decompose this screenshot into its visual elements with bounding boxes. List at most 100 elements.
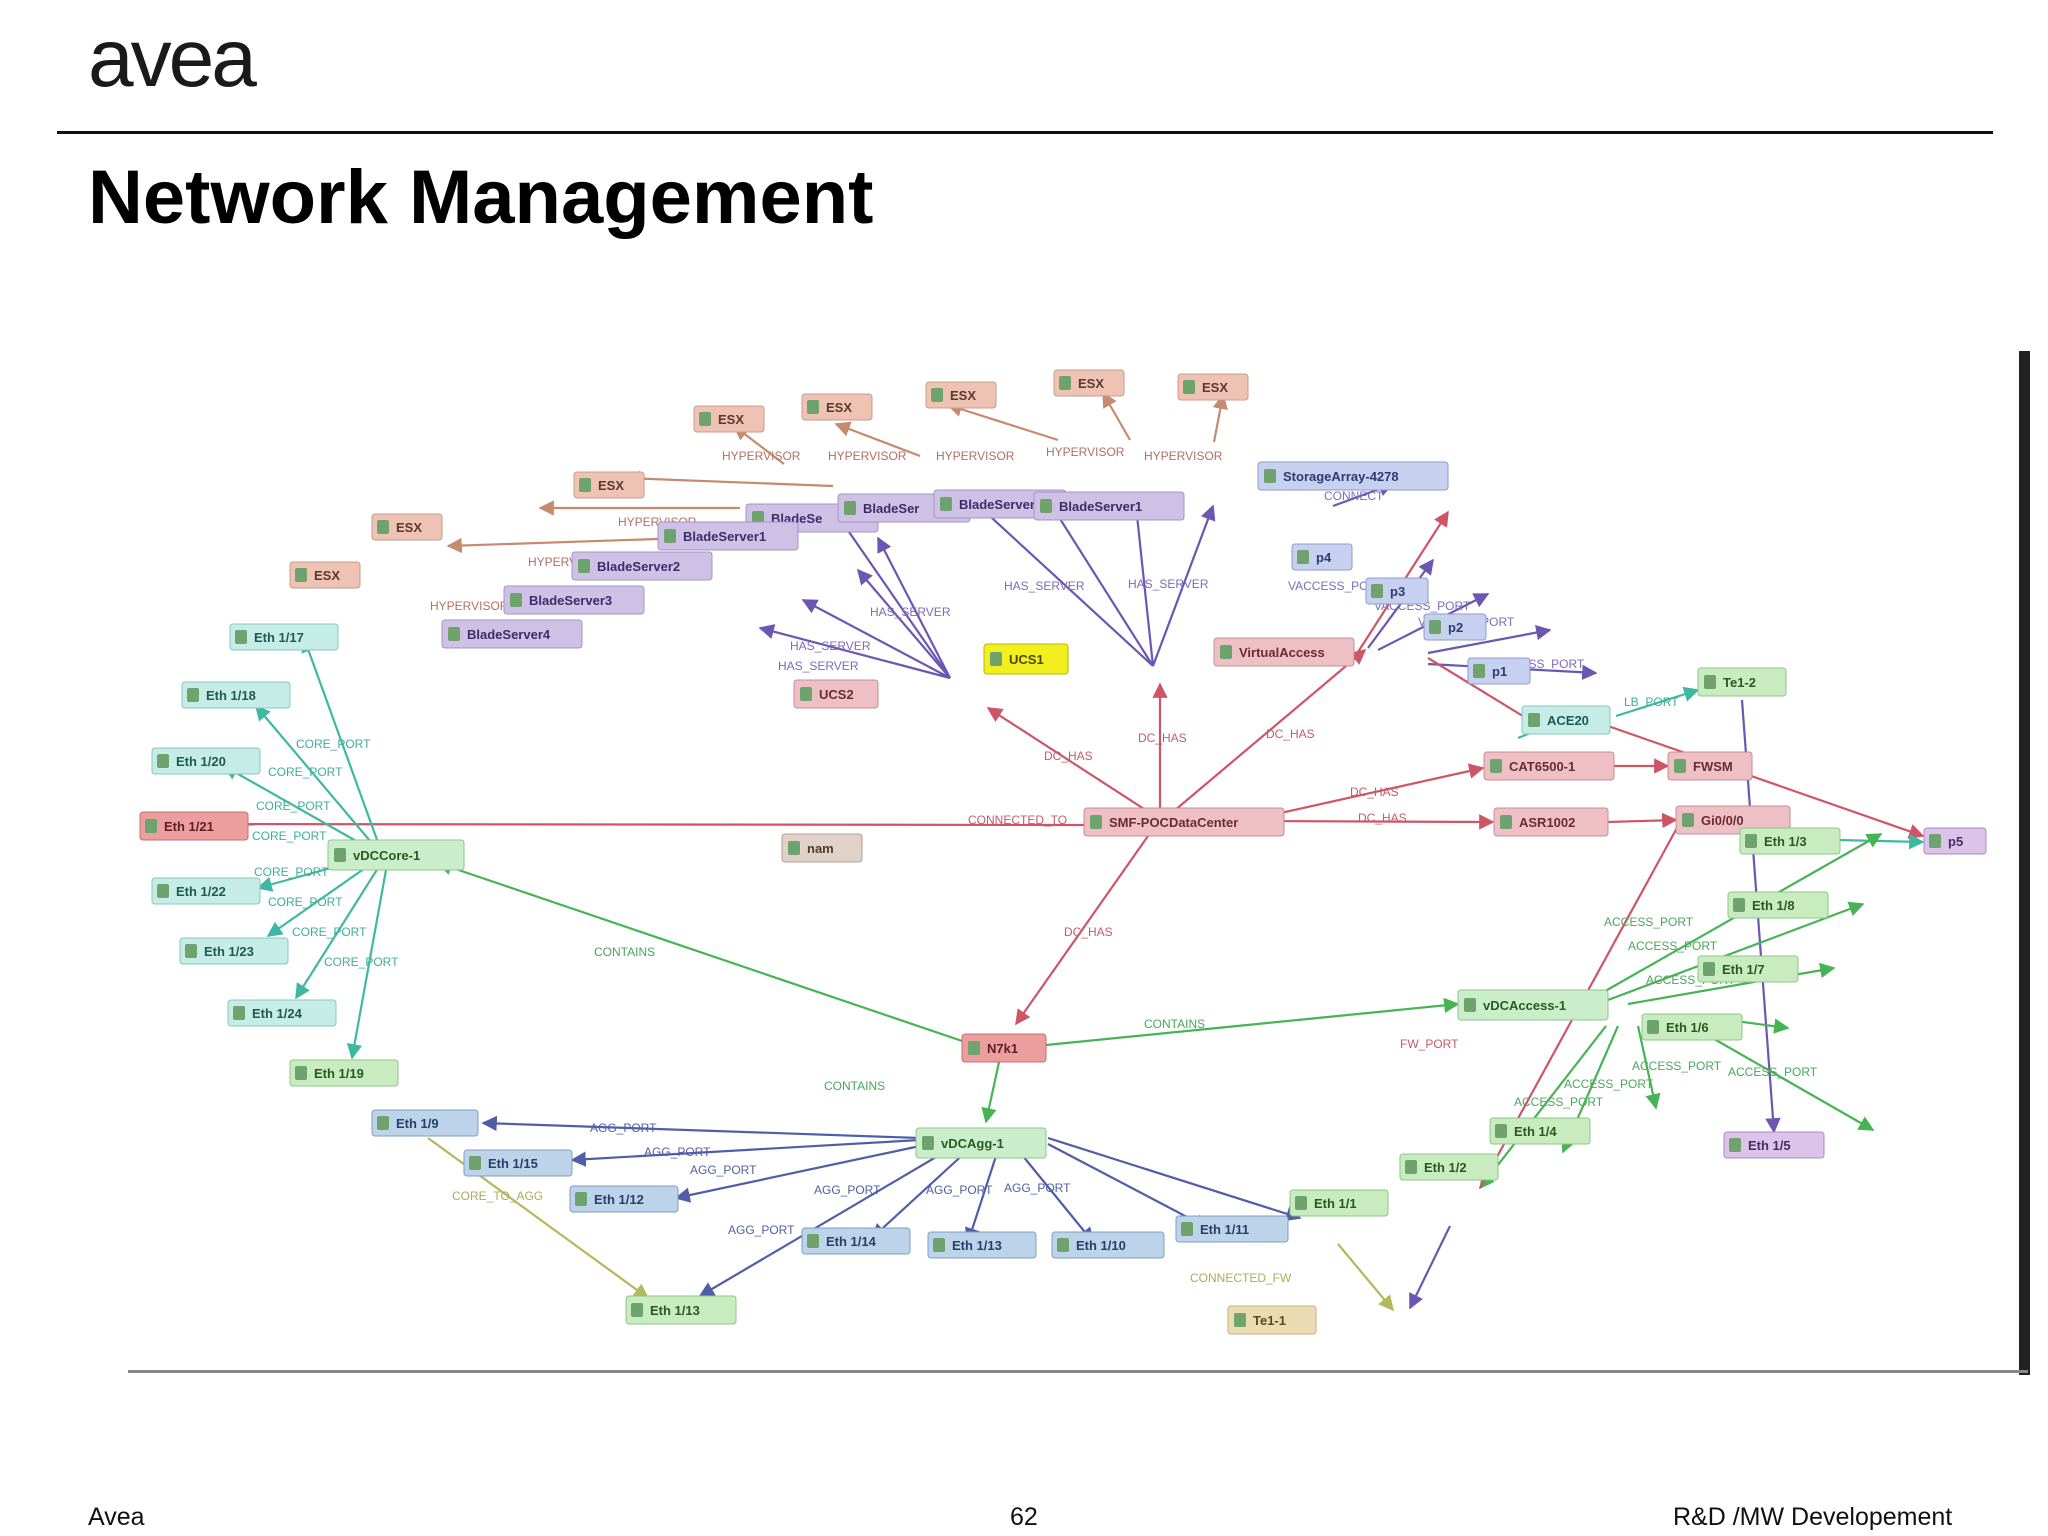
node-eth-port[interactable]: Eth 1/12 (569, 1185, 679, 1213)
svg-text:ESX: ESX (950, 388, 976, 403)
edge-label: HYPERVISOR (722, 449, 801, 463)
node-te-port[interactable]: Te1-1 (1227, 1305, 1317, 1335)
node-eth-port[interactable]: Eth 1/1 (1289, 1189, 1389, 1217)
node-port[interactable]: p1 (1467, 657, 1531, 685)
node-esx[interactable]: ESX (925, 381, 997, 409)
node-eth-port[interactable]: Eth 1/9 (371, 1109, 479, 1137)
node-esx[interactable]: ESX (573, 471, 645, 499)
edge-contains (981, 1061, 1001, 1124)
node-blade-server[interactable]: BladeServer2 (571, 551, 713, 581)
node-eth-port[interactable]: Eth 1/7 (1697, 955, 1799, 983)
edge-dc-has (1257, 763, 1485, 820)
svg-text:CAT6500-1: CAT6500-1 (1509, 759, 1575, 774)
edge-label: CORE_PORT (252, 829, 327, 843)
node-esx[interactable]: ESX (801, 393, 873, 421)
node-ucs-selected[interactable]: UCS1 (983, 643, 1069, 675)
node-eth-port[interactable]: Eth 1/17 (229, 623, 339, 651)
node-port[interactable]: p2 (1423, 613, 1487, 641)
node-te-port[interactable]: Te1-2 (1697, 667, 1787, 697)
node-asr-router[interactable]: ASR1002 (1493, 807, 1609, 837)
node-eth-port[interactable]: Eth 1/13 (625, 1295, 737, 1325)
header-divider (57, 131, 1993, 134)
node-nam[interactable]: nam (781, 833, 863, 863)
diagram-frame-bottom (128, 1370, 2028, 1373)
node-eth-port[interactable]: Eth 1/14 (801, 1227, 911, 1255)
edge-has-server (966, 494, 1154, 667)
edge-has-server (857, 568, 951, 679)
edge-label: CONNECTED_TO (968, 813, 1067, 827)
footer-department: R&D /MW Developement (1673, 1503, 1953, 1531)
node-eth-port-alert[interactable]: Eth 1/21 (139, 811, 249, 841)
node-esx[interactable]: ESX (1177, 373, 1249, 401)
node-ace[interactable]: ACE20 (1521, 705, 1611, 735)
edge-label: ACCESS_PORT (1628, 939, 1718, 953)
edge-label: ACCESS_PORT (1514, 1095, 1604, 1109)
node-cat-switch[interactable]: CAT6500-1 (1483, 751, 1615, 781)
edge-label: HAS_SERVER (870, 605, 951, 619)
node-storage-array[interactable]: StorageArray-4278 (1257, 461, 1449, 491)
edge-agg-port (1047, 1143, 1210, 1229)
svg-text:Eth 1/2: Eth 1/2 (1424, 1160, 1467, 1175)
node-virtual-access[interactable]: VirtualAccess (1213, 637, 1355, 667)
node-eth-port[interactable]: Eth 1/3 (1739, 827, 1841, 855)
edge-label: CORE_PORT (254, 865, 329, 879)
node-blade-server[interactable]: BladeServer1 (1033, 491, 1185, 521)
node-eth-port[interactable]: Eth 1/8 (1727, 891, 1829, 919)
edge-agg-port (674, 1144, 921, 1203)
edge-label: ACCESS_PORT (1604, 915, 1694, 929)
node-eth-port[interactable]: Eth 1/20 (151, 747, 261, 775)
node-blade-server[interactable]: BladeServer1 (657, 521, 799, 551)
node-port[interactable]: p4 (1291, 543, 1353, 571)
node-fwsm[interactable]: FWSM (1667, 751, 1753, 781)
node-n7k[interactable]: N7k1 (961, 1033, 1047, 1063)
page-title: Network Management (88, 155, 874, 240)
node-eth-port[interactable]: Eth 1/15 (463, 1149, 573, 1177)
edge-lb-port (1615, 686, 1700, 718)
edge-label: HAS_SERVER (778, 659, 859, 673)
node-blade-server[interactable]: BladeServer3 (503, 585, 645, 615)
node-eth-port[interactable]: Eth 1/10 (1051, 1231, 1165, 1259)
node-datacenter[interactable]: SMF-POCDataCenter (1083, 807, 1285, 837)
node-eth-port[interactable]: Eth 1/5 (1723, 1131, 1825, 1159)
node-blade-server[interactable]: BladeServer4 (441, 619, 583, 649)
node-esx[interactable]: ESX (289, 561, 361, 589)
node-vdc-core[interactable]: vDCCore-1 (327, 839, 465, 871)
node-esx[interactable]: ESX (693, 405, 765, 433)
svg-text:ESX: ESX (718, 412, 744, 427)
svg-text:vDCCore-1: vDCCore-1 (353, 848, 420, 863)
edge-label: HYPERVISOR (828, 449, 907, 463)
svg-text:BladeServer1: BladeServer1 (683, 529, 766, 544)
node-esx[interactable]: ESX (371, 513, 443, 541)
edge-label: FW_PORT (1400, 1037, 1459, 1051)
svg-text:Te1-2: Te1-2 (1723, 675, 1756, 690)
node-eth-port[interactable]: Eth 1/4 (1489, 1117, 1591, 1145)
edge-has-server (837, 514, 951, 679)
svg-text:ESX: ESX (314, 568, 340, 583)
node-eth-port[interactable]: Eth 1/2 (1399, 1153, 1499, 1181)
svg-text:Eth 1/9: Eth 1/9 (396, 1116, 439, 1131)
node-esx[interactable]: ESX (1053, 369, 1125, 397)
node-port[interactable]: p5 (1923, 827, 1987, 855)
node-vdc-agg[interactable]: vDCAgg-1 (915, 1127, 1047, 1159)
node-vdc-access[interactable]: vDCAccess-1 (1457, 989, 1609, 1021)
edge-agg-port (870, 1149, 969, 1240)
node-eth-port[interactable]: Eth 1/13 (927, 1231, 1037, 1259)
svg-text:Eth 1/13: Eth 1/13 (952, 1238, 1002, 1253)
svg-text:Eth 1/8: Eth 1/8 (1752, 898, 1795, 913)
node-eth-port[interactable]: Eth 1/24 (227, 999, 337, 1027)
svg-text:ESX: ESX (826, 400, 852, 415)
node-eth-port[interactable]: Eth 1/23 (179, 937, 289, 965)
node-eth-port[interactable]: Eth 1/19 (289, 1059, 399, 1087)
node-eth-port[interactable]: Eth 1/22 (151, 877, 261, 905)
svg-text:Eth 1/24: Eth 1/24 (252, 1006, 303, 1021)
edge-dc-has (1015, 835, 1149, 1026)
edge-access-port (1607, 901, 1865, 1002)
svg-text:FWSM: FWSM (1693, 759, 1733, 774)
node-gi-port[interactable]: Gi0/0/0 (1675, 805, 1791, 835)
node-port[interactable]: p3 (1365, 577, 1429, 605)
node-eth-port[interactable]: Eth 1/18 (181, 681, 291, 709)
svg-text:Eth 1/1: Eth 1/1 (1314, 1196, 1357, 1211)
node-eth-port[interactable]: Eth 1/11 (1175, 1215, 1289, 1243)
node-eth-port[interactable]: Eth 1/6 (1641, 1013, 1743, 1041)
node-ucs[interactable]: UCS2 (793, 679, 879, 709)
